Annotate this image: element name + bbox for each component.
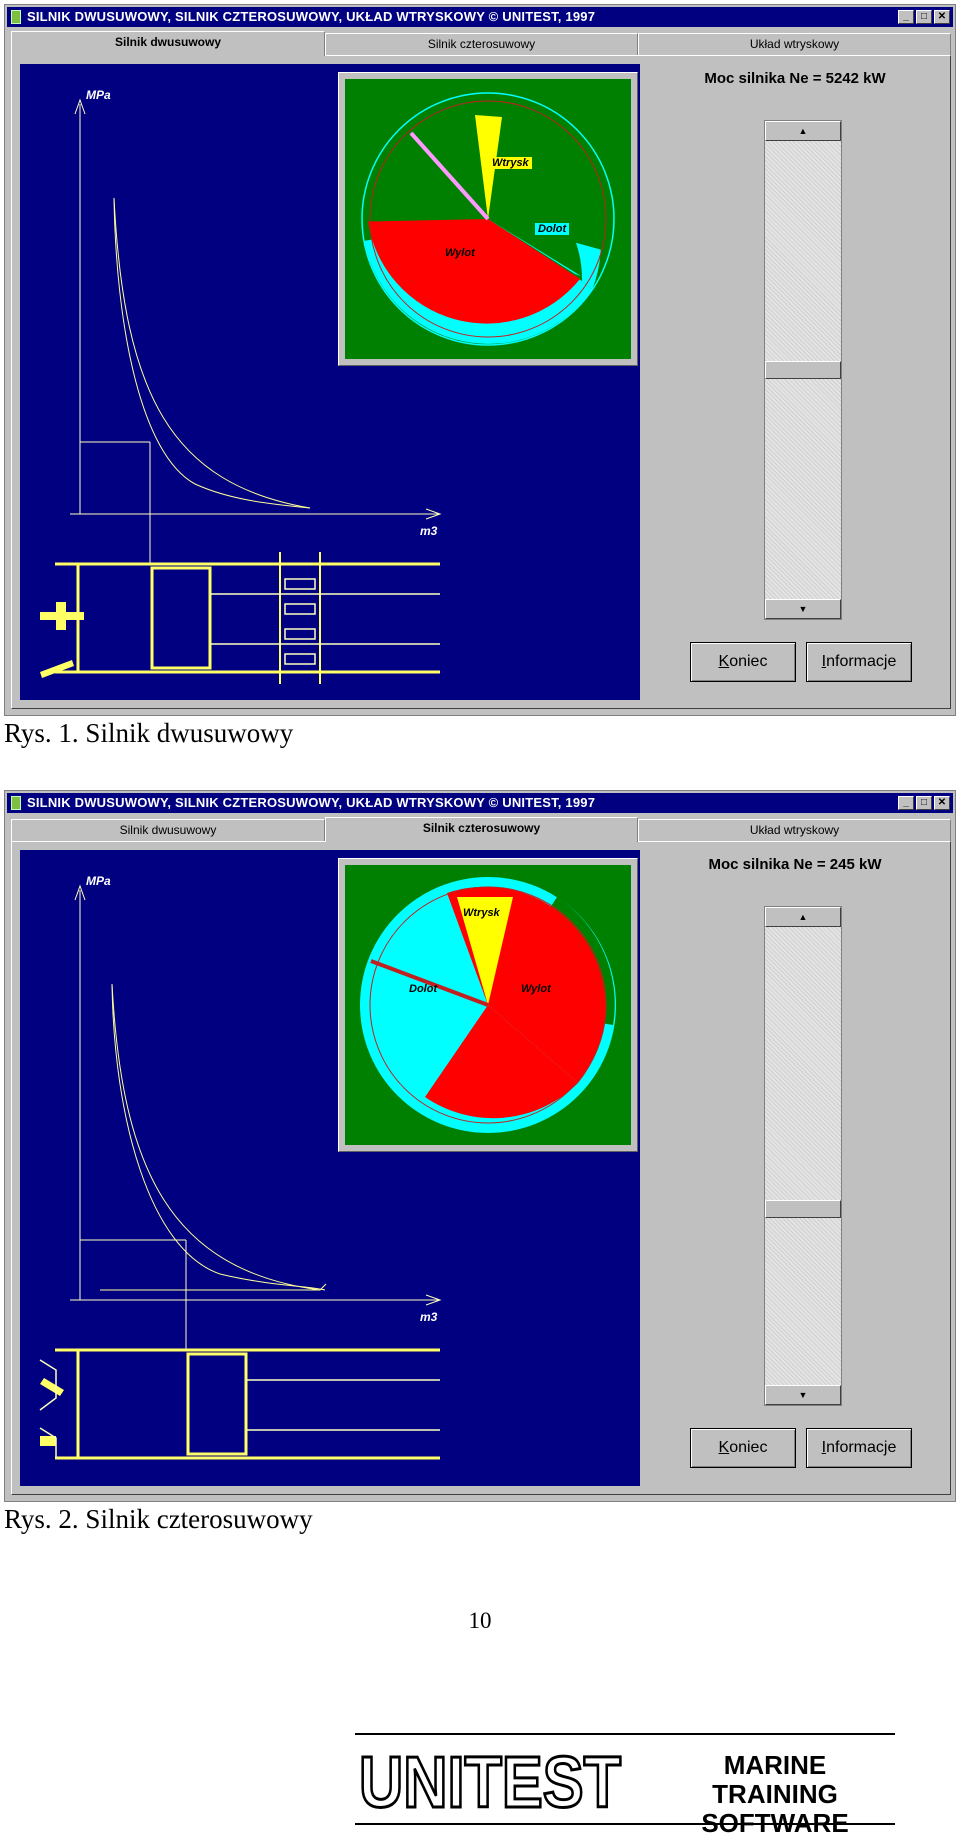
title-bar: SILNIK DWUSUWOWY, SILNIK CZTEROSUWOWY, U… <box>7 793 953 813</box>
pie-label-wylot: Wylot <box>445 247 475 259</box>
window-title: SILNIK DWUSUWOWY, SILNIK CZTEROSUWOWY, U… <box>27 9 596 24</box>
power-scrollbar[interactable]: ▲ ▼ <box>764 906 842 1406</box>
koniec-label: oniec <box>729 1439 768 1456</box>
scroll-down-button[interactable]: ▼ <box>765 599 841 619</box>
power-scrollbar[interactable]: ▲ ▼ <box>764 120 842 620</box>
pie-label-dolot: Dolot <box>535 223 570 235</box>
pv-diagram-panel: MPa m3 Wtrysk Dolot Wylot <box>20 850 640 1486</box>
koniec-button[interactable]: Koniec <box>690 1428 796 1468</box>
minimize-button[interactable]: _ <box>898 796 914 810</box>
informacje-label: nformacje <box>826 653 897 670</box>
tab-panel: MPa m3 Wtrysk Dolot Wylot <box>11 55 951 709</box>
x-axis-label: m3 <box>420 524 438 538</box>
pv-diagram-panel: MPa m3 Wtrysk Dolot Wylot <box>20 64 640 700</box>
scroll-down-button[interactable]: ▼ <box>765 1385 841 1405</box>
y-axis-label: MPa <box>86 874 111 888</box>
timing-pie-chart-frame: Wtrysk Dolot Wylot <box>338 72 638 366</box>
unitest-logo-text: UNITEST <box>359 1743 621 1819</box>
pv-diagram <box>40 98 442 684</box>
close-button[interactable]: ✕ <box>934 10 950 24</box>
engine-power-readout: Moc silnika Ne = 5242 kW <box>704 70 886 87</box>
control-panel: Moc silnika Ne = 5242 kW ▲ ▼ Koniec Info… <box>648 64 942 700</box>
title-bar: SILNIK DWUSUWOWY, SILNIK CZTEROSUWOWY, U… <box>7 7 953 27</box>
maximize-button[interactable]: □ <box>916 10 932 24</box>
scroll-thumb[interactable] <box>765 1200 841 1218</box>
app-icon <box>11 796 21 810</box>
page-number: 10 <box>468 1608 492 1633</box>
screenshot-two-stroke: SILNIK DWUSUWOWY, SILNIK CZTEROSUWOWY, U… <box>4 4 956 716</box>
pie-label-dolot: Dolot <box>409 983 438 995</box>
pie-label-wtrysk: Wtrysk <box>489 157 532 169</box>
timing-pie-chart <box>345 79 631 359</box>
scroll-up-button[interactable]: ▲ <box>765 121 841 141</box>
tab-uklad-wtryskowy[interactable]: Układ wtryskowy <box>638 819 951 841</box>
window-title: SILNIK DWUSUWOWY, SILNIK CZTEROSUWOWY, U… <box>27 795 596 810</box>
timing-pie-chart-frame: Wtrysk Dolot Wylot <box>338 858 638 1152</box>
informacje-button[interactable]: Informacje <box>806 1428 912 1468</box>
pv-diagram <box>39 884 442 1460</box>
koniec-label: oniec <box>729 653 768 670</box>
figure-caption-2: Rys. 2. Silnik czterosuwowy <box>4 1504 313 1534</box>
unitest-logo: UNITEST <box>358 1743 623 1819</box>
pie-label-wtrysk: Wtrysk <box>463 907 500 919</box>
informacje-label: nformacje <box>826 1439 897 1456</box>
tab-silnik-czterosuwowy[interactable]: Silnik czterosuwowy <box>325 33 638 55</box>
y-axis-label: MPa <box>86 88 111 102</box>
scroll-up-button[interactable]: ▲ <box>765 907 841 927</box>
figure-caption-1: Rys. 1. Silnik dwusuwowy <box>4 718 294 748</box>
footer: UNITEST MARINE TRAINING SOFTWARE <box>355 1733 895 1838</box>
informacje-mnemonic: I <box>821 653 827 670</box>
maximize-button[interactable]: □ <box>916 796 932 810</box>
tab-strip: Silnik dwusuwowy Silnik czterosuwowy Ukł… <box>11 31 951 56</box>
tab-silnik-dwusuwowy[interactable]: Silnik dwusuwowy <box>11 819 325 841</box>
close-button[interactable]: ✕ <box>934 796 950 810</box>
tab-uklad-wtryskowy[interactable]: Układ wtryskowy <box>638 33 951 55</box>
scroll-thumb[interactable] <box>765 361 841 379</box>
informacje-mnemonic: I <box>821 1439 827 1456</box>
pie-label-wylot: Wylot <box>521 983 551 995</box>
app-icon <box>11 10 21 24</box>
engine-power-readout: Moc silnika Ne = 245 kW <box>708 856 882 873</box>
informacje-button[interactable]: Informacje <box>806 642 912 682</box>
minimize-button[interactable]: _ <box>898 10 914 24</box>
footer-top-rule <box>355 1733 895 1735</box>
tab-strip: Silnik dwusuwowy Silnik czterosuwowy Ukł… <box>11 817 951 842</box>
koniec-button[interactable]: Koniec <box>690 642 796 682</box>
tab-silnik-dwusuwowy[interactable]: Silnik dwusuwowy <box>11 31 325 56</box>
x-axis-label: m3 <box>420 1310 438 1324</box>
control-panel: Moc silnika Ne = 245 kW ▲ ▼ Koniec Infor… <box>648 850 942 1486</box>
timing-pie-chart <box>345 865 631 1145</box>
tab-panel: MPa m3 Wtrysk Dolot Wylot Moc si <box>11 841 951 1495</box>
footer-bottom-rule <box>355 1823 895 1825</box>
tagline-line-1: MARINE TRAINING <box>712 1750 838 1809</box>
koniec-mnemonic: K <box>718 653 730 670</box>
tab-silnik-czterosuwowy[interactable]: Silnik czterosuwowy <box>325 817 638 842</box>
screenshot-four-stroke: SILNIK DWUSUWOWY, SILNIK CZTEROSUWOWY, U… <box>4 790 956 1502</box>
koniec-mnemonic: K <box>718 1439 730 1456</box>
